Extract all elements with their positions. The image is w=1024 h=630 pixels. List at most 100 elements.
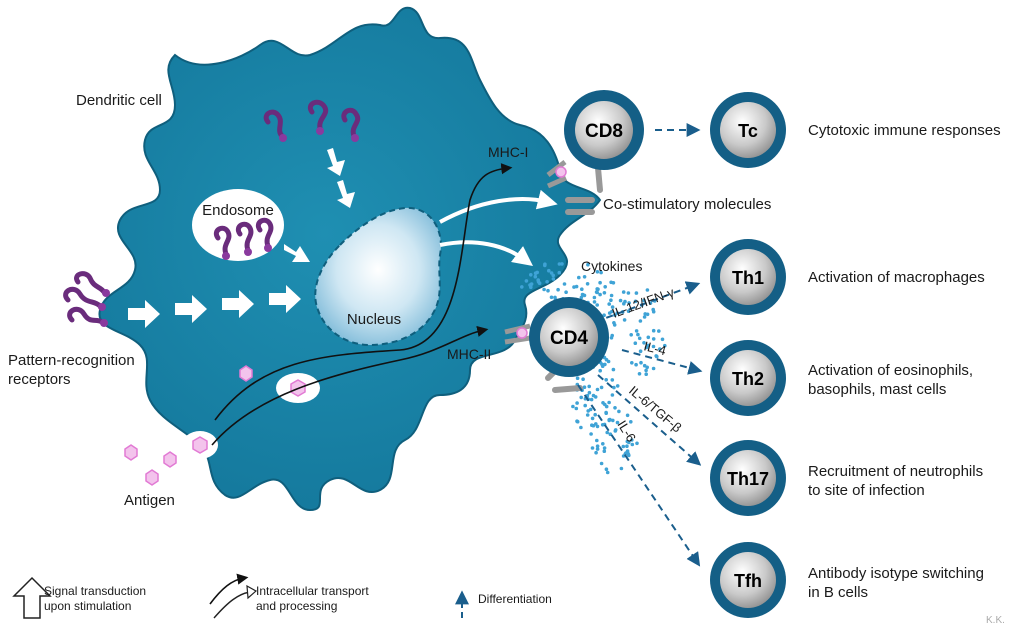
th2-label: Th2 (732, 369, 764, 389)
cytokine-dot (634, 329, 639, 333)
cytokine-dot (642, 341, 646, 345)
cytokine-dot (524, 279, 529, 283)
cytokine-dot (636, 332, 640, 337)
dendritic-cell-label: Dendritic cell (76, 92, 162, 109)
antigen-cluster (124, 444, 177, 486)
cytokine-dot (612, 321, 616, 325)
cytokine-dot (651, 337, 656, 341)
cytokine-dot (588, 407, 593, 412)
cytokine-dot (595, 270, 600, 274)
cytokine-dot (642, 363, 647, 368)
cytokine-dot (572, 285, 576, 289)
cytokine-dot (595, 303, 599, 307)
cytokine-dot (543, 262, 547, 267)
il4-label: IL-4 (642, 338, 667, 358)
cytokine-dot (595, 438, 599, 443)
cytokine-dot (611, 367, 616, 372)
cytokine-dot (585, 413, 590, 417)
legend-transport: Intracellular transport and processing (256, 584, 369, 613)
th17-label: Th17 (727, 469, 769, 489)
cytokine-dot (598, 292, 602, 297)
tfh-label: Tfh (734, 571, 762, 591)
nucleus-label: Nucleus (347, 311, 401, 328)
cytokine-dot (651, 307, 655, 312)
cytokine-dot (607, 418, 611, 422)
endosome-label: Endosome (202, 202, 274, 219)
cytokine-dot (571, 404, 575, 409)
cytokine-dot (611, 418, 615, 423)
cytokine-dot (644, 368, 648, 373)
cytokine-dot (595, 387, 600, 392)
cytokine-dot (598, 368, 602, 373)
cytokine-dot (599, 385, 604, 390)
cytokine-dot (582, 385, 587, 390)
cytokine-dot (557, 270, 562, 275)
cytokine-dot (547, 268, 551, 273)
prr-label: Pattern-recognition receptors (8, 352, 135, 388)
tc-label: Tc (738, 121, 758, 141)
tfh-cell: Tfh (710, 542, 786, 618)
transport-legend-arrowhead (246, 584, 258, 600)
signal-legend-icon (12, 576, 52, 619)
cytokine-dot (644, 372, 648, 377)
cytokine-dot (609, 298, 613, 303)
cytokine-dot (634, 362, 638, 367)
cd4-label: CD4 (550, 328, 588, 349)
outcome-tc: Cytotoxic immune responses (808, 122, 1001, 139)
cytokine-dot (651, 344, 656, 349)
cytokine-dot (658, 347, 662, 351)
transport-legend-icon-white (213, 591, 251, 619)
cytokine-dot (593, 395, 598, 399)
cytokine-dot (579, 295, 584, 300)
cytokine-dot (603, 285, 607, 289)
membrane-prr-dots (98, 289, 110, 327)
cytokine-dot (648, 301, 653, 305)
cytokine-dot (535, 270, 539, 275)
cytokine-dot (621, 290, 626, 294)
cytokine-dot (575, 376, 580, 381)
cytokine-dot (613, 313, 617, 317)
th1-cell: Th1 (710, 239, 786, 315)
outcome-tfh: Antibody isotype switching in B cells (808, 565, 984, 601)
cytokine-dot (579, 425, 583, 430)
cd8-cell: CD8 (564, 90, 644, 170)
cytokine-dot (590, 446, 595, 450)
cytokine-dot (601, 442, 605, 446)
cytokine-dot (533, 274, 538, 279)
cytokine-dot (587, 384, 591, 389)
cytokine-dot (585, 282, 590, 286)
cytokine-dot (599, 461, 604, 466)
cytokine-dot (598, 280, 602, 285)
transport-legend-icon-black (209, 573, 249, 605)
cytokine-dot (575, 419, 580, 424)
cytokine-dot (557, 262, 562, 266)
cytokine-dot (625, 444, 629, 449)
cytokine-dot (627, 301, 631, 305)
cytokine-dot (579, 395, 583, 400)
cytokine-dot (606, 359, 611, 364)
cytokine-dot (630, 442, 635, 447)
cytokine-dot (642, 315, 647, 319)
cytokine-dot (618, 298, 623, 303)
cytokine-dot (575, 401, 579, 405)
cytokine-dot (599, 270, 603, 275)
cytokine-dot (613, 428, 618, 432)
cytokine-dot (646, 343, 650, 348)
cytokine-dot (604, 411, 608, 416)
cytokine-dot (605, 430, 609, 435)
cytokine-dot (626, 452, 631, 457)
cytokine-dot (612, 385, 616, 390)
outcome-th17: Recruitment of neutrophils to site of in… (808, 463, 984, 499)
cytokine-dot (577, 275, 581, 280)
cytokine-dot (633, 341, 638, 346)
cytokine-dot (602, 449, 607, 454)
cytokine-dot (602, 291, 607, 295)
cytokine-dot (619, 466, 624, 471)
cytokine-dot (604, 378, 608, 382)
cytokine-dot (529, 282, 534, 286)
cytokine-dot (607, 400, 611, 405)
cytokine-dot (602, 446, 607, 450)
outcome-th1: Activation of macrophages (808, 269, 985, 286)
antigen-free (239, 365, 253, 382)
cytokine-dot (621, 444, 626, 449)
